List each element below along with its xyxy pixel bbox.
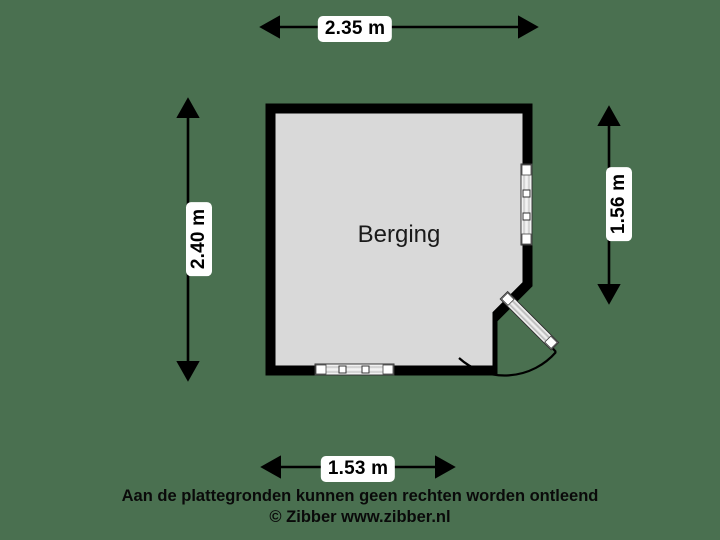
- door-leaf: [499, 290, 560, 351]
- footer-copyright: © Zibber www.zibber.nl: [269, 508, 451, 526]
- footer: Aan de plattegronden kunnen geen rechten…: [0, 486, 720, 528]
- window-bottom: [314, 363, 395, 376]
- dimension-label-top: 2.35 m: [317, 16, 393, 42]
- floor-area: [275, 113, 523, 366]
- window-right: [520, 163, 533, 246]
- door-swing-arc: [458, 351, 557, 377]
- footer-disclaimer: Aan de plattegronden kunnen geen rechten…: [121, 487, 599, 505]
- dimension-label-bottom: 1.53 m: [320, 456, 396, 482]
- floor-fill: [275, 113, 523, 366]
- door-diagonal: [458, 290, 560, 377]
- room-label: Berging: [357, 221, 441, 248]
- dimension-label-left: 2.40 m: [186, 201, 212, 277]
- dimension-label-right: 1.56 m: [606, 166, 632, 242]
